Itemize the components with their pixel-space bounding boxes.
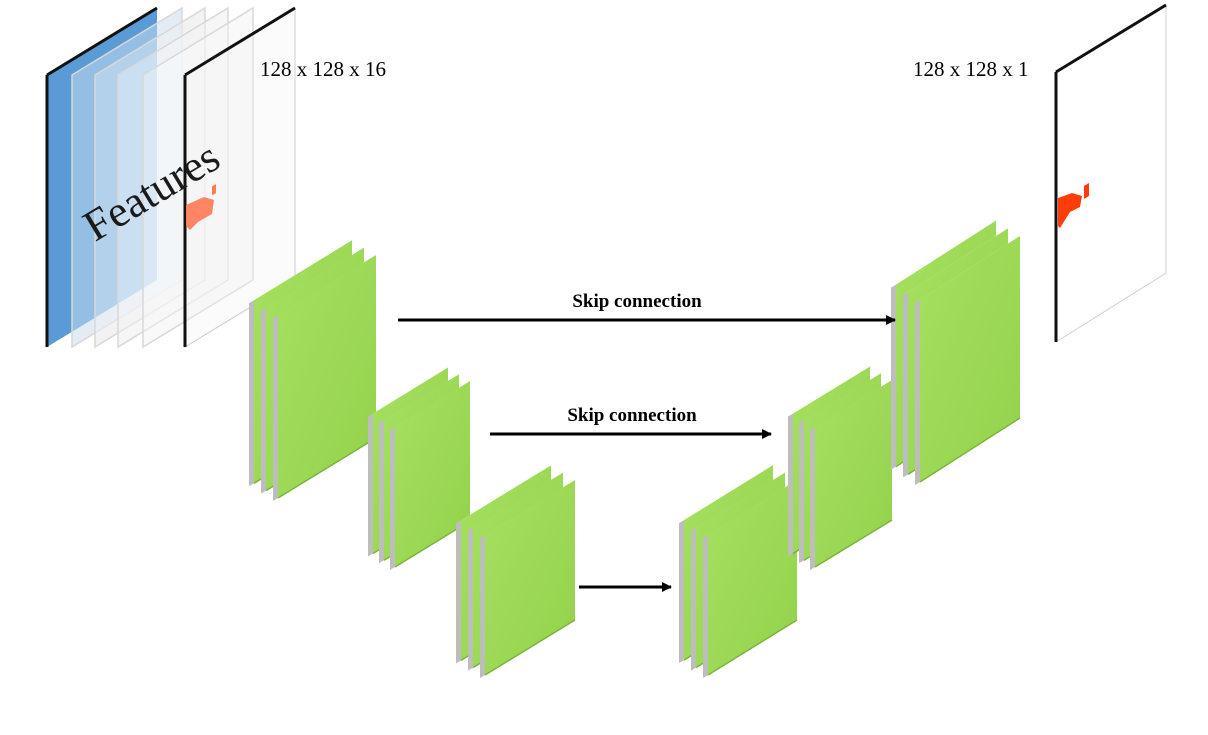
feature-map-edge [903, 292, 908, 478]
feature-map-top-edge [273, 255, 376, 318]
feature-map-top-edge [810, 380, 892, 430]
feature-map-edge [379, 420, 384, 564]
encoder-block-2 [368, 367, 471, 570]
feature-map-edge [480, 535, 485, 678]
feature-map-top-edge [456, 465, 551, 524]
feature-map-top-edge [480, 480, 575, 538]
feature-map-top-edge [679, 465, 773, 524]
input-slice-blue [47, 8, 157, 347]
feature-map-plate [920, 236, 1020, 482]
feature-map-edge [261, 307, 266, 494]
decoder-block-3 [679, 465, 798, 678]
feature-map-edge [691, 527, 696, 671]
feature-map-plate [395, 381, 470, 567]
feature-map-plate [815, 380, 892, 567]
feature-map-edge [788, 413, 793, 557]
feature-map-top-edge [891, 220, 996, 288]
feature-map-top-edge [261, 247, 364, 311]
feature-map-plate [708, 480, 797, 675]
feature-map-edge [799, 420, 804, 564]
input-dimension-label: 128 x 128 x 16 [260, 57, 386, 81]
feature-map-edge [368, 413, 373, 557]
decoder-block-2 [788, 366, 893, 570]
feature-map-top-edge [468, 472, 563, 531]
feature-map-top-edge [390, 381, 470, 430]
skip-connection-middle-label: Skip connection [567, 405, 697, 426]
feature-map-edge [679, 520, 684, 664]
input-feature-stack: Features [45, 6, 296, 349]
feature-map-edge [891, 284, 896, 470]
feature-map-edge [703, 535, 708, 678]
decoder-block-1 [891, 220, 1021, 485]
output-lesion-mark [1058, 193, 1082, 228]
input-lesion-mark [186, 197, 214, 230]
output-dimension-label: 128 x 128 x 1 [913, 57, 1029, 81]
feature-map-top-edge [903, 228, 1008, 296]
output-mask-slice [1054, 3, 1167, 343]
feature-map-top-edge [249, 240, 352, 304]
feature-map-top-edge [915, 236, 1020, 303]
feature-map-plate [485, 480, 575, 675]
feature-map-edge [468, 527, 473, 671]
feature-map-top-edge [379, 374, 459, 424]
feature-map-top-edge [691, 472, 785, 531]
encoder-block-3 [456, 465, 576, 678]
encoder-block-1 [249, 240, 377, 501]
feature-map-edge [915, 300, 920, 485]
feature-map-edge [273, 315, 278, 501]
feature-map-top-edge [799, 373, 881, 424]
feature-map-edge [390, 427, 395, 570]
feature-blocks [249, 220, 1021, 678]
feature-map-edge [456, 520, 461, 664]
feature-map-top-edge [703, 480, 797, 538]
feature-map-top-edge [368, 367, 448, 417]
feature-map-plate [278, 255, 376, 498]
feature-map-edge [249, 300, 254, 487]
skip-connection-top-label: Skip connection [572, 291, 702, 312]
feature-map-edge [810, 427, 815, 570]
feature-map-top-edge [788, 366, 870, 417]
